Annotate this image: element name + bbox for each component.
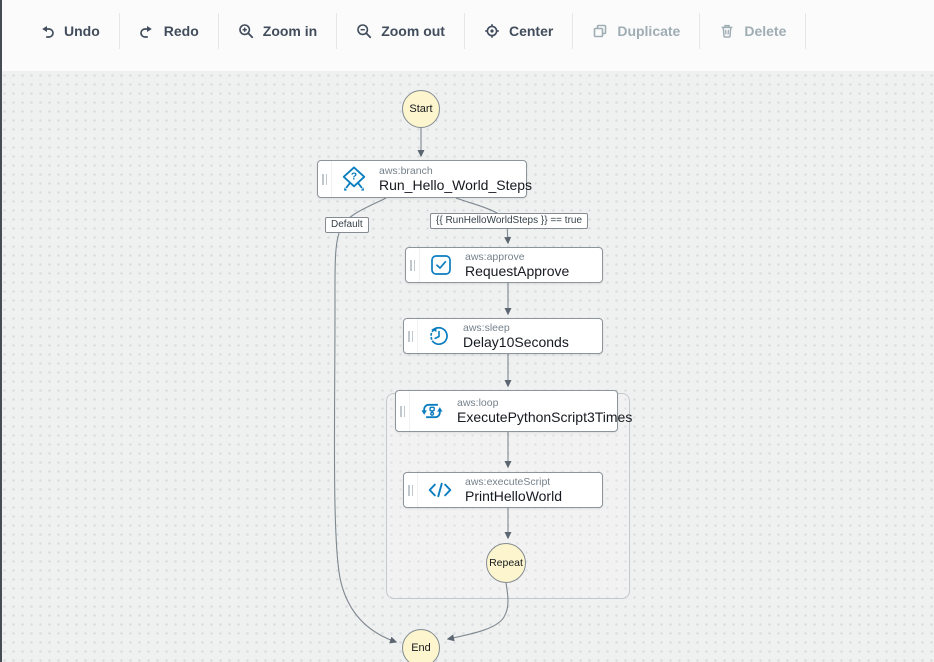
redo-icon <box>139 23 155 39</box>
toolbar-divider <box>805 13 807 49</box>
drag-handle[interactable] <box>404 473 418 507</box>
drag-handle[interactable] <box>318 161 332 197</box>
edge-label-default: Default <box>325 217 369 233</box>
zoom-out-button[interactable]: Zoom out <box>337 13 464 49</box>
approve-icon <box>427 251 455 279</box>
duplicate-button[interactable]: Duplicate <box>573 13 699 49</box>
step-node-sleep[interactable]: aws:sleep Delay10Seconds <box>403 318 603 354</box>
toolbar-divider <box>699 13 701 49</box>
step-name: ExecutePythonScript3Times <box>457 408 633 425</box>
delete-label: Delete <box>744 23 787 39</box>
step-name: Delay10Seconds <box>463 333 569 350</box>
step-name: RequestApprove <box>465 262 570 279</box>
loop-icon <box>417 396 447 426</box>
center-button[interactable]: Center <box>465 13 572 49</box>
zoom-in-label: Zoom in <box>262 23 318 39</box>
zoom-out-icon <box>356 23 372 39</box>
repeat-node-label: Repeat <box>489 557 523 569</box>
repeat-node[interactable]: Repeat <box>486 543 526 583</box>
delete-button[interactable]: Delete <box>700 13 805 49</box>
start-node[interactable]: Start <box>402 90 440 128</box>
branch-icon: ? <box>339 164 369 194</box>
redo-button[interactable]: Redo <box>120 13 218 49</box>
center-label: Center <box>508 23 554 39</box>
edge-branch-default-to-end <box>333 197 398 644</box>
edge-repeat-to-end <box>446 582 509 642</box>
toolbar-divider <box>118 13 120 49</box>
step-type: aws:branch <box>379 164 433 177</box>
toolbar-divider <box>336 13 338 49</box>
drag-handle[interactable] <box>404 319 418 353</box>
window-left-edge <box>0 0 2 662</box>
toolbar-divider <box>572 13 574 49</box>
step-name: Run_Hello_World_Steps <box>379 176 533 193</box>
zoom-out-label: Zoom out <box>381 23 445 39</box>
toolbar: Undo Redo Zoom in <box>0 0 934 62</box>
step-type: aws:approve <box>465 250 525 263</box>
duplicate-label: Duplicate <box>617 23 681 39</box>
toolbar-divider <box>217 13 219 49</box>
undo-button[interactable]: Undo <box>20 13 119 49</box>
delete-icon <box>719 23 735 39</box>
step-node-branch[interactable]: ? aws:branch Run_Hello_World_Steps <box>317 160 533 198</box>
drag-handle[interactable] <box>396 391 410 431</box>
end-node-label: End <box>411 642 431 654</box>
undo-label: Undo <box>64 23 100 39</box>
duplicate-icon <box>592 23 608 39</box>
step-node-loop[interactable]: aws:loop ExecutePythonScript3Times <box>395 390 633 432</box>
flow-canvas[interactable]: Start Repeat End Default {{ RunHelloWorl… <box>0 71 934 662</box>
edge-label-condition: {{ RunHelloWorldSteps }} == true <box>430 213 589 229</box>
undo-icon <box>39 23 55 39</box>
step-name: PrintHelloWorld <box>465 487 562 504</box>
zoom-in-button[interactable]: Zoom in <box>219 13 336 49</box>
step-node-execute-script[interactable]: aws:executeScript PrintHelloWorld <box>403 472 603 508</box>
execute-script-icon <box>425 475 455 505</box>
branch-icon-glyph: ? <box>351 172 357 183</box>
step-type: aws:sleep <box>463 321 510 334</box>
redo-label: Redo <box>163 23 199 39</box>
end-node[interactable]: End <box>402 629 440 662</box>
step-node-approve[interactable]: aws:approve RequestApprove <box>405 247 603 283</box>
toolbar-divider <box>463 13 465 49</box>
start-node-label: Start <box>409 103 433 115</box>
drag-handle[interactable] <box>406 248 420 282</box>
step-type: aws:executeScript <box>465 475 551 488</box>
center-icon <box>484 23 500 39</box>
sleep-icon <box>425 322 453 350</box>
step-type: aws:loop <box>457 396 499 409</box>
zoom-in-icon <box>238 23 254 39</box>
